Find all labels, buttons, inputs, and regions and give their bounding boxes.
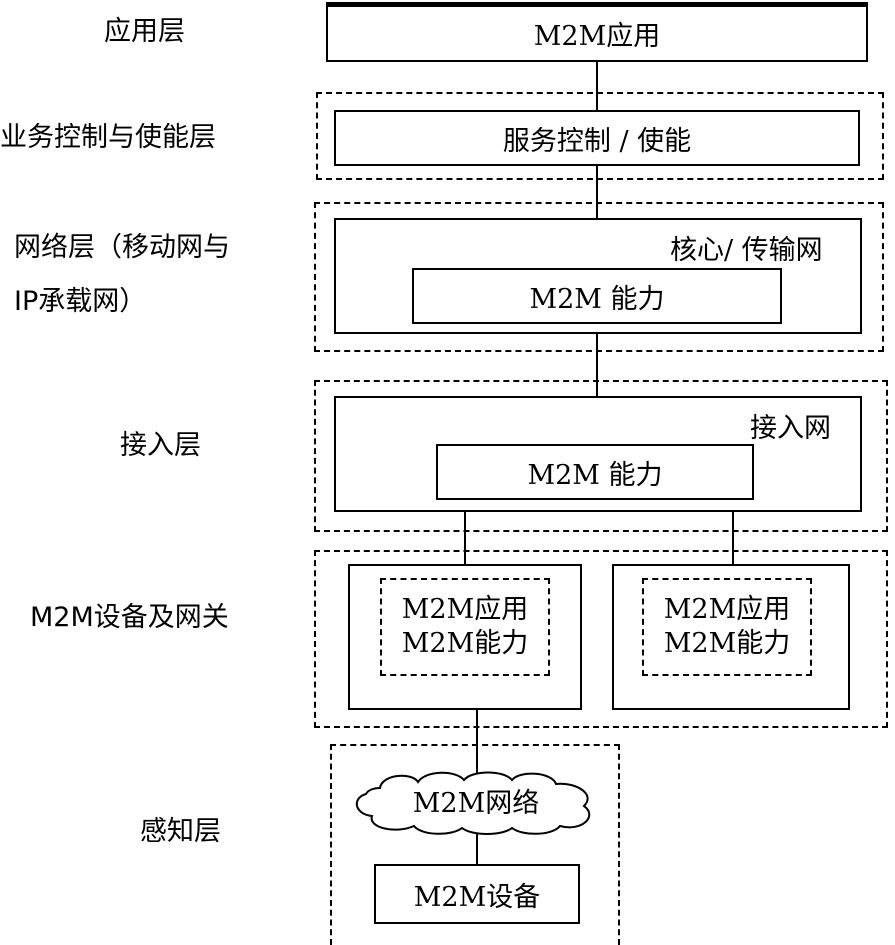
- network-layer-group: [314, 202, 884, 352]
- connector-access-to-device-left: [464, 500, 466, 566]
- device-left-m2m-app-label: M2M应用: [401, 594, 529, 625]
- cloud-icon: [356, 771, 591, 835]
- access-m2m-capability-label: M2M 能力: [527, 459, 663, 491]
- core-transport-network-label: 核心/ 传输网: [670, 235, 823, 266]
- layer-label-sensing: 感知层: [140, 816, 221, 847]
- service-control-label: 服务控制 / 使能: [502, 125, 692, 157]
- connector-service-to-core: [596, 166, 598, 218]
- m2m-application-box: M2M应用: [326, 2, 868, 62]
- device-gateway-right-inner: M2M应用 M2M能力: [642, 578, 812, 676]
- m2m-network-cloud: M2M网络: [356, 771, 591, 835]
- sensing-layer-group: [330, 744, 620, 945]
- device-gateway-layer-group: [314, 550, 888, 728]
- m2m-device-label: M2M设备: [413, 881, 541, 913]
- core-m2m-capability-label: M2M 能力: [529, 283, 665, 315]
- core-m2m-capability-box: M2M 能力: [412, 268, 782, 324]
- device-left-m2m-capability-label: M2M能力: [401, 628, 529, 659]
- access-layer-group: [314, 380, 888, 532]
- layer-label-network-line2: IP承载网）: [14, 286, 147, 317]
- layer-label-application: 应用层: [104, 16, 185, 47]
- m2m-network-label: M2M网络: [413, 788, 539, 819]
- connector-network-to-device: [476, 824, 478, 866]
- device-right-m2m-capability-label: M2M能力: [663, 628, 791, 659]
- layer-label-access: 接入层: [120, 430, 201, 461]
- m2m-device-box: M2M设备: [374, 864, 580, 924]
- device-gateway-left-box: [348, 564, 582, 710]
- layer-label-device-gateway: M2M设备及网关: [30, 602, 229, 633]
- layer-label-network-line1: 网络层（移动网与: [14, 232, 230, 263]
- layer-label-service-control: 业务控制与使能层: [0, 122, 216, 153]
- m2m-application-label: M2M应用: [533, 21, 661, 52]
- connector-core-to-access: [596, 334, 598, 398]
- connector-access-to-device-right: [732, 500, 734, 566]
- service-control-box: 服务控制 / 使能: [334, 110, 860, 166]
- connector-app-to-service: [596, 60, 598, 112]
- service-control-layer-group: [316, 92, 884, 180]
- access-network-label: 接入网: [750, 413, 831, 444]
- access-m2m-capability-box: M2M 能力: [436, 444, 754, 500]
- device-gateway-left-inner: M2M应用 M2M能力: [380, 578, 550, 676]
- device-right-m2m-app-label: M2M应用: [663, 594, 791, 625]
